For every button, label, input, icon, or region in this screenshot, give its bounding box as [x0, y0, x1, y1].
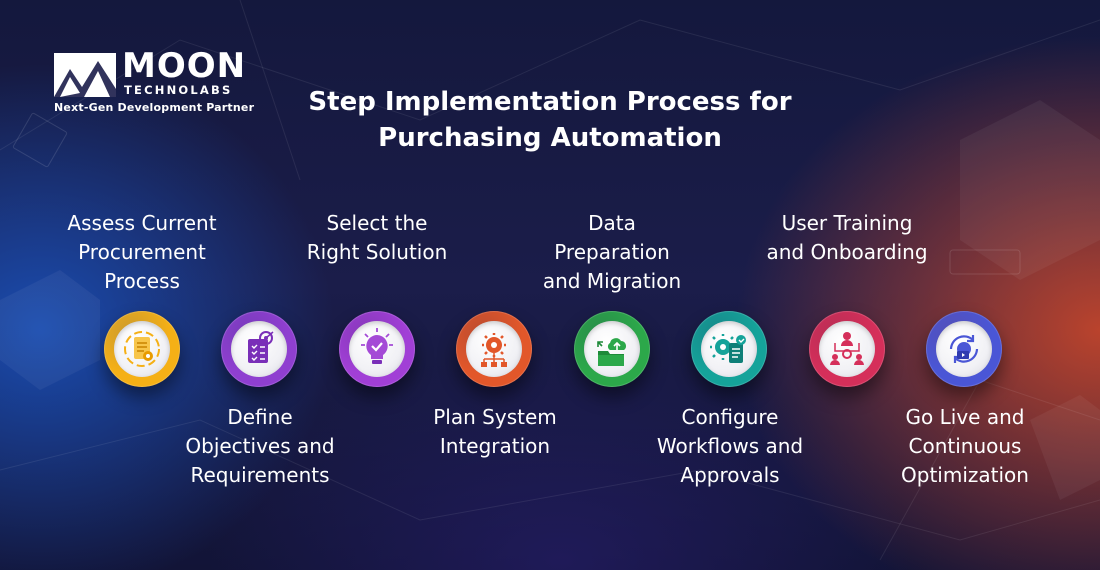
lightbulb-check-icon: [361, 328, 393, 364]
step-2-label-line: Define: [227, 405, 293, 429]
brand-tagline: Next-Gen Development Partner: [54, 101, 255, 114]
target-checklist-icon: [248, 331, 274, 363]
step-2-label: Define Objectives and Requirements: [160, 403, 360, 490]
step-1-label-line: Assess Current: [67, 211, 217, 235]
step-1-label-line: Procurement: [78, 240, 206, 264]
step-5-label-line: Preparation: [554, 240, 670, 264]
step-6-badge: [691, 311, 767, 387]
step-2-badge: [221, 311, 297, 387]
step-2-label-line: Requirements: [190, 463, 330, 487]
step-3-label-line: Select the: [326, 211, 428, 235]
team-training-icon: [830, 332, 864, 365]
step-3-label-line: Right Solution: [306, 240, 448, 264]
title-line-2: Purchasing Automation: [378, 123, 722, 153]
step-1-badge: [104, 311, 180, 387]
cloud-folder-icon: [597, 338, 626, 366]
step-7-badge: [809, 311, 885, 387]
step-1-label: Assess Current Procurement Process: [42, 209, 242, 296]
step-8-label-line: Continuous: [908, 434, 1022, 458]
moon-logo-mark-icon: [54, 53, 116, 97]
step-7-label: User Training and Onboarding: [747, 209, 947, 267]
title-line-1: Step Implementation Process for: [308, 87, 792, 117]
step-5-label-line: and Migration: [542, 269, 682, 293]
step-1-label-line: Process: [104, 269, 180, 293]
continuous-play-icon: [949, 335, 979, 363]
step-6-label-line: Approvals: [680, 463, 780, 487]
page-title: Step Implementation Process for Purchasi…: [250, 84, 850, 156]
step-8-label-line: Go Live and: [905, 405, 1025, 429]
brand-name: MOON: [122, 46, 247, 86]
step-8-badge: [926, 311, 1002, 387]
step-4-label-line: Integration: [439, 434, 551, 458]
network-gear-icon: [481, 333, 507, 367]
step-2-label-line: Objectives and: [185, 434, 335, 458]
step-7-label-line: and Onboarding: [766, 240, 928, 264]
company-logo: MOON TECHNOLABS Next-Gen Development Par…: [54, 46, 255, 121]
step-4-label-line: Plan System: [433, 405, 557, 429]
gear-document-icon: [710, 334, 746, 363]
step-5-badge: [574, 311, 650, 387]
step-5-label: Data Preparation and Migration: [512, 209, 712, 296]
step-5-label-line: Data: [588, 211, 636, 235]
step-4-badge: [456, 311, 532, 387]
step-4-label: Plan System Integration: [395, 403, 595, 461]
step-6-label-line: Workflows and: [656, 434, 804, 458]
brand-subtitle: TECHNOLABS: [124, 83, 233, 97]
step-8-label-line: Optimization: [901, 463, 1029, 487]
step-8-label: Go Live and Continuous Optimization: [865, 403, 1065, 490]
step-7-label-line: User Training: [781, 211, 913, 235]
step-6-label: Configure Workflows and Approvals: [630, 403, 830, 490]
step-3-badge: [339, 311, 415, 387]
document-gear-icon: [124, 331, 160, 367]
step-6-label-line: Configure: [681, 405, 779, 429]
step-3-label: Select the Right Solution: [277, 209, 477, 267]
